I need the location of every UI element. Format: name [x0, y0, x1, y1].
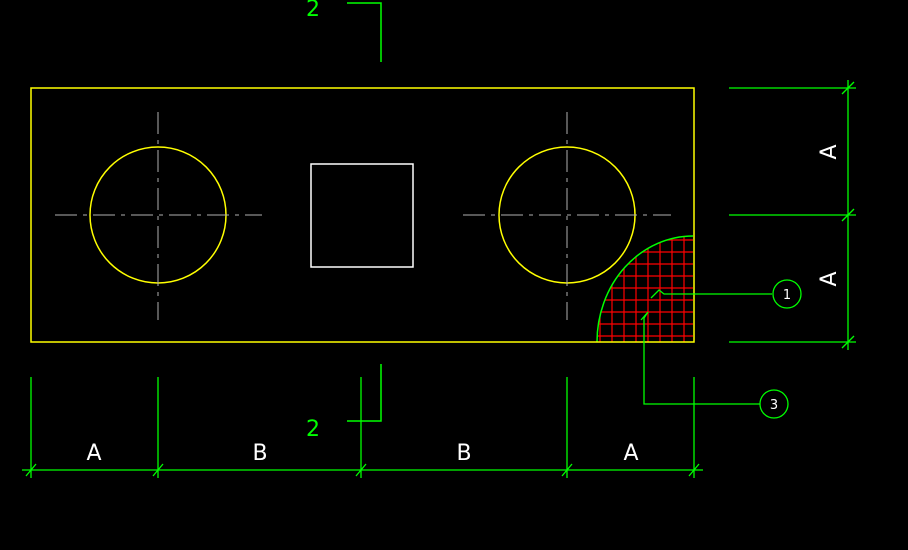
dim-label-right-2: A — [817, 271, 842, 286]
hatched-corner-region — [597, 236, 693, 342]
dim-label-bottom-4: A — [623, 441, 638, 466]
dim-label-right-1: A — [817, 144, 842, 159]
section-label-bottom: 2 — [306, 417, 320, 442]
callout-balloon — [772, 279, 802, 309]
section-marker-bottom: 2 — [306, 364, 382, 442]
right-dimension-chain — [729, 80, 856, 350]
square-opening — [310, 163, 414, 268]
hatch-boundary-arc — [596, 235, 694, 343]
dim-label-bottom-3: B — [456, 441, 471, 466]
hole-left — [55, 112, 262, 320]
section-marker-top: 2 — [306, 0, 382, 62]
dim-label-bottom-2: B — [252, 441, 267, 466]
section-label-top: 2 — [306, 0, 320, 22]
callout-number: 1 — [783, 288, 791, 303]
dim-label-bottom-1: A — [86, 441, 101, 466]
hole-right — [463, 112, 671, 320]
callout-3: 3 — [640, 311, 789, 419]
callout-number: 3 — [770, 398, 778, 413]
callout-balloon — [759, 389, 789, 419]
plate-outline — [30, 87, 695, 343]
bottom-dimension-chain — [22, 377, 703, 478]
callout-1: 1 — [650, 279, 802, 309]
